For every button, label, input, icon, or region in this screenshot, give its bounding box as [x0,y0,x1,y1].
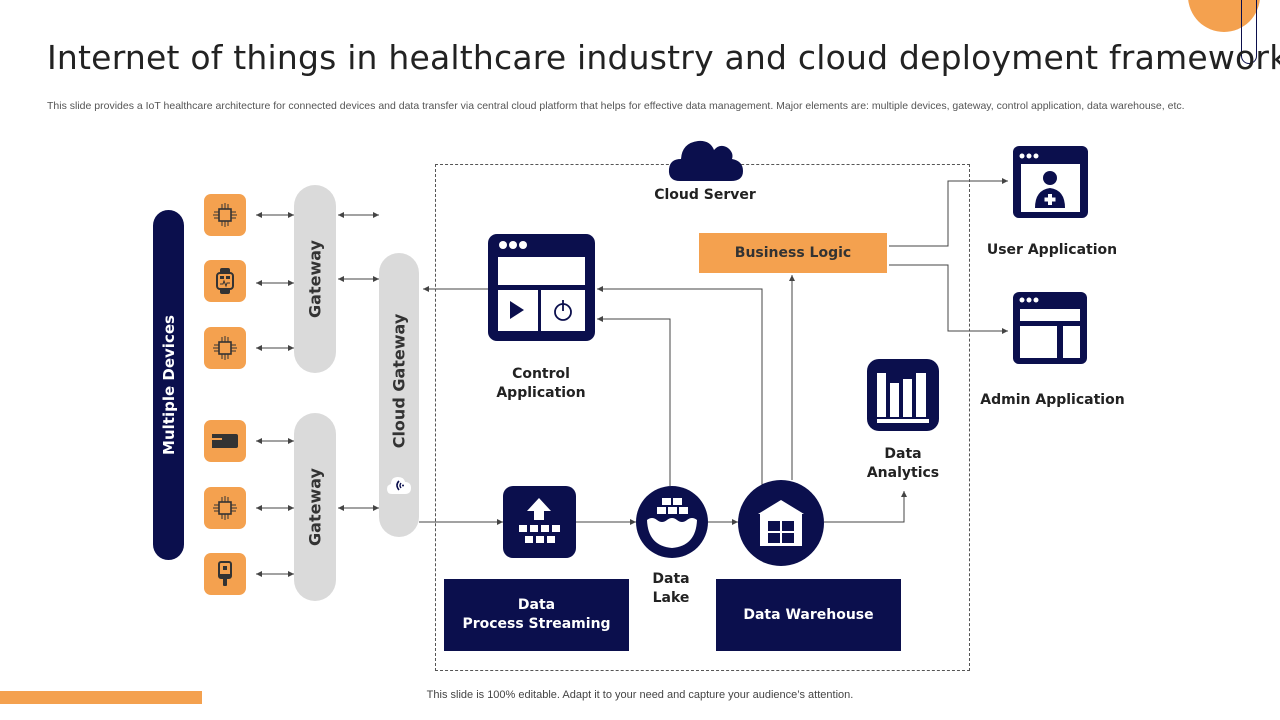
data-analytics-label: Data Analytics [843,445,963,483]
glucose-meter-icon [218,561,232,586]
control-application-icon[interactable] [488,234,595,341]
business-logic-label: Business Logic [734,245,852,261]
microchip-icon [213,496,237,520]
data-lake-label: Data Lake [631,570,711,608]
user-application-label: User Application [986,242,1118,258]
bar-chart-icon [877,373,929,423]
data-warehouse-icon[interactable] [738,480,824,566]
control-application-label: Control Application [481,365,601,403]
cloud-gateway[interactable]: Cloud Gateway [379,253,419,537]
play-icon [510,301,524,319]
footer-note: This slide is 100% editable. Adapt it to… [426,689,854,701]
data-lake-line1: Data [652,571,690,587]
wireless-cloud-icon [387,477,411,494]
data-analytics-line2: Analytics [866,465,940,481]
smartwatch-icon [216,268,234,294]
corner-decoration-clip [1241,0,1257,64]
cloud-icon [668,140,743,181]
data-warehouse-label: Data Warehouse [743,606,874,623]
data-warehouse-box[interactable]: Data Warehouse [716,579,901,651]
data-lake-line2: Lake [652,590,690,606]
cloud-gateway-label: Cloud Gateway [389,313,409,449]
page-title: Internet of things in healthcare industr… [47,38,1280,77]
warehouse-icon [758,500,804,546]
user-application-icon[interactable] [1013,146,1088,218]
device-glucose-meter[interactable] [204,553,246,595]
gateway-bottom[interactable]: Gateway [294,413,336,601]
data-process-streaming-line2: Process Streaming [462,616,611,632]
data-lake-icon[interactable] [636,486,708,558]
device-microchip-2[interactable] [204,327,246,369]
cloud-server-label: Cloud Server [654,187,756,203]
control-application-line1: Control [512,366,570,382]
control-application-line2: Application [496,385,586,401]
gateway-bottom-label: Gateway [305,468,325,546]
data-analytics-icon[interactable] [867,359,939,431]
device-card-reader[interactable] [204,420,246,462]
admin-application-label: Admin Application [980,392,1125,408]
gateway-top-label: Gateway [305,240,325,318]
gateway-top[interactable]: Gateway [294,185,336,373]
microchip-icon [213,336,237,360]
device-microchip-3[interactable] [204,487,246,529]
multiple-devices-bar: Multiple Devices [153,210,184,560]
business-logic-box[interactable]: Business Logic [699,233,887,273]
multiple-devices-label: Multiple Devices [159,315,178,455]
device-smartwatch[interactable] [204,260,246,302]
upload-blocks-icon [519,498,560,543]
app-window-icon [498,241,585,331]
admin-application-icon[interactable] [1013,292,1087,364]
card-reader-icon [212,434,238,448]
device-microchip-1[interactable] [204,194,246,236]
data-process-streaming-line1: Data [517,597,556,613]
data-analytics-line1: Data [884,446,922,462]
data-process-streaming-box[interactable]: Data Process Streaming [444,579,629,651]
container-ship-icon [647,498,697,548]
page-subtitle: This slide provides a IoT healthcare arc… [47,100,1185,112]
microchip-icon [213,203,237,227]
dashboard-window-icon [1019,297,1080,358]
data-streaming-icon[interactable] [503,486,576,558]
footer-accent-bar [0,691,202,704]
patient-window-icon [1019,153,1080,212]
